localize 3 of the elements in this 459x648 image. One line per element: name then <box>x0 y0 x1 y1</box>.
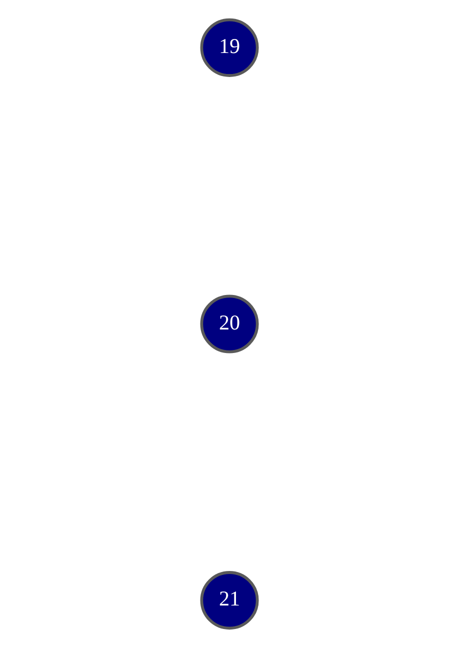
node-circle: 20 <box>200 294 259 354</box>
node-circle: 21 <box>200 571 259 630</box>
node-circle: 19 <box>200 18 259 77</box>
